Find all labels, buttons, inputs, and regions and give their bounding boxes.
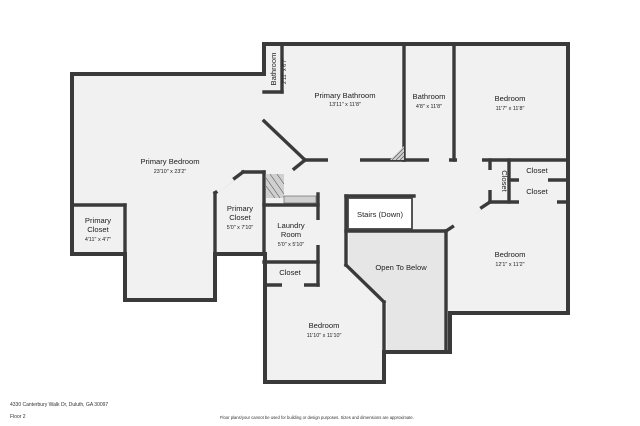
hatched-area-laundry (265, 173, 317, 204)
hatched-area-bathroom (390, 146, 405, 161)
stairs-box (347, 197, 413, 230)
dims-primary-bathroom: 13'11" x 11'8" (329, 102, 361, 108)
label-primary-bathroom: Primary Bathroom (314, 91, 375, 100)
label-primary-closet-mid-2: Closet (229, 213, 251, 222)
dims-bedroom-top-right: 11'7" x 11'8" (496, 106, 525, 112)
footer-disclaimer: Floor plans/your cannot be used for buil… (220, 415, 414, 420)
label-closet-right-top: Closet (526, 166, 548, 175)
label-closet-vertical: Closet (500, 170, 509, 192)
label-bathroom-small: Bathroom (269, 53, 278, 86)
label-laundry-2: Room (281, 230, 301, 239)
dims-primary-closet-left: 4'11" x 4'7" (85, 237, 111, 243)
dims-primary-closet-mid: 5'0" x 7'10" (227, 225, 254, 231)
room-labels: Primary Bedroom 23'10" x 23'2" Primary C… (85, 53, 549, 339)
label-primary-closet-mid-1: Primary (227, 204, 253, 213)
dims-bathroom-small: 2'11" x 6'7" (282, 58, 288, 84)
dims-bedroom-bottom: 11'10" x 11'10" (307, 333, 342, 339)
label-bathroom: Bathroom (413, 92, 446, 101)
label-bedroom-top-right: Bedroom (495, 94, 526, 103)
open-to-below-area (349, 231, 446, 352)
label-laundry-1: Laundry (277, 221, 305, 230)
footer-address: 4330 Canterbury Walk Dr, Duluth, GA 3009… (10, 402, 109, 408)
label-bedroom-bottom: Bedroom (309, 321, 340, 330)
label-primary-closet-left-2: Closet (87, 225, 109, 234)
label-stairs: Stairs (Down) (357, 210, 403, 219)
label-closet-right-bottom: Closet (526, 187, 548, 196)
label-primary-closet-left-1: Primary (85, 216, 111, 225)
label-closet-laundry: Closet (279, 268, 301, 277)
label-primary-bedroom: Primary Bedroom (140, 157, 199, 166)
label-open-to-below: Open To Below (375, 263, 427, 272)
dims-bathroom: 4'8" x 11'8" (416, 104, 442, 110)
footer-floor: Floor 2 (10, 414, 26, 420)
dims-bedroom-right: 12'1" x 11'2" (495, 262, 524, 268)
dims-primary-bedroom: 23'10" x 23'2" (154, 169, 187, 175)
door-openings (215, 157, 557, 288)
dims-laundry: 5'0" x 5'10" (278, 242, 305, 248)
label-bedroom-right: Bedroom (495, 250, 526, 259)
